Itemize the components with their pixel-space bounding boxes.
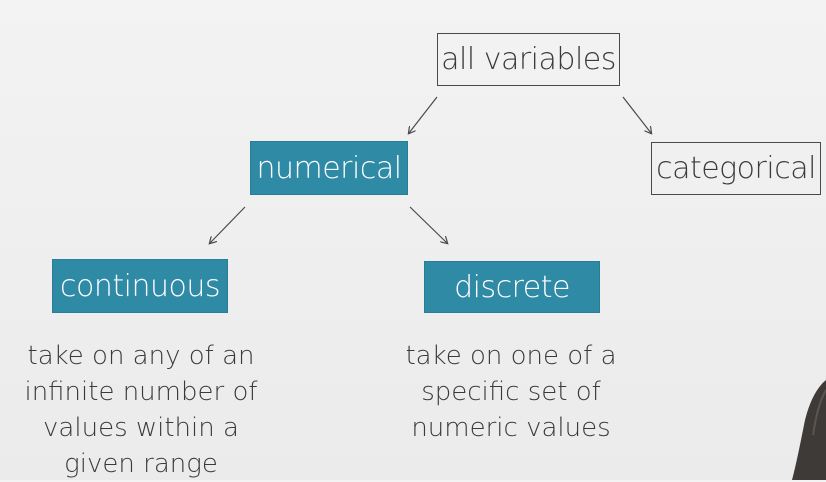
discrete-desc-line: specific set of [421,377,601,407]
arrow-root-to-numerical [409,96,438,133]
node-numerical-label: numerical [256,150,402,186]
node-discrete: discrete [424,261,600,313]
presenter-silhouette [792,380,826,480]
node-all-variables-label: all variables [441,42,616,77]
continuous-desc-line: given range [64,449,218,479]
node-categorical: categorical [651,142,821,195]
arrow-numerical-to-continuous [210,206,246,243]
node-discrete-label: discrete [454,269,570,305]
node-all-variables: all variables [437,33,620,86]
arrow-root-to-categorical [622,96,651,133]
node-continuous-label: continuous [60,268,221,304]
discrete-desc-line: take on one of a [405,341,617,371]
node-numerical: numerical [250,141,408,195]
discrete-desc-line: numeric values [411,413,611,443]
node-categorical-label: categorical [656,151,816,186]
discrete-description: take on one of a specific set of numeric… [380,338,642,446]
continuous-desc-line: infinite number of [24,377,258,407]
arrow-numerical-to-discrete [409,206,447,243]
continuous-description: take on any of an infinite number of val… [10,338,272,482]
continuous-desc-line: values within a [43,413,239,443]
continuous-desc-line: take on any of an [27,341,255,371]
node-continuous: continuous [52,259,228,313]
